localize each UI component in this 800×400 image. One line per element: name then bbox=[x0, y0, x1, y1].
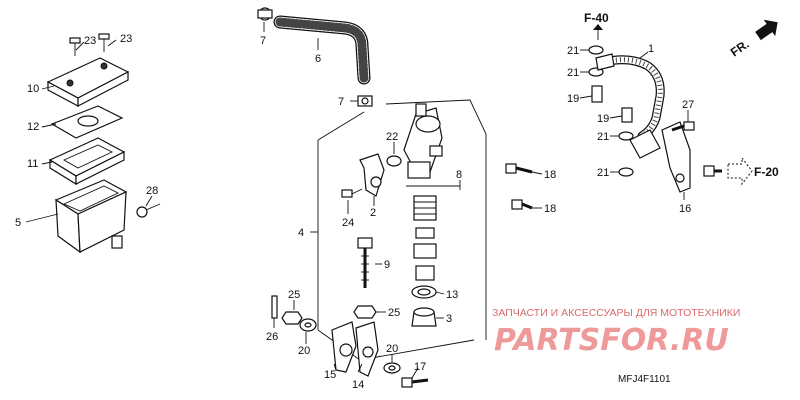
pin-26 bbox=[271, 295, 278, 319]
callout-20-left: 20 bbox=[298, 345, 310, 357]
callout-21-d: 21 bbox=[597, 167, 609, 179]
callout-21-a: 21 bbox=[567, 45, 579, 57]
push-rod-9 bbox=[357, 237, 373, 288]
nut-25-middle bbox=[353, 305, 377, 319]
diagram-code: MFJ4F1101 bbox=[618, 374, 671, 385]
callout-8: 8 bbox=[456, 169, 462, 181]
bolt-27 bbox=[671, 121, 695, 132]
washer-21-a bbox=[588, 45, 604, 55]
callout-1: 1 bbox=[648, 43, 654, 55]
callout-22: 22 bbox=[386, 131, 398, 143]
watermark-logo: PARTSFOR.RU bbox=[494, 323, 729, 358]
callout-14: 14 bbox=[352, 379, 364, 391]
washer-21-c bbox=[618, 131, 634, 141]
washer-21-d bbox=[618, 167, 634, 177]
callout-21-b: 21 bbox=[567, 67, 579, 79]
callout-23-left: 23 bbox=[84, 35, 96, 47]
bolt-19-mid bbox=[621, 107, 633, 123]
plate-12 bbox=[50, 105, 124, 139]
bolt-18-upper bbox=[505, 163, 533, 174]
bolt-f20 bbox=[703, 165, 722, 177]
callout-13: 13 bbox=[446, 289, 458, 301]
callout-25-left: 25 bbox=[288, 289, 300, 301]
circlip-13 bbox=[411, 285, 437, 299]
callout-4: 4 bbox=[298, 227, 304, 239]
master-cylinder-body bbox=[403, 103, 443, 179]
callout-16: 16 bbox=[679, 203, 691, 215]
bolt-18-lower bbox=[511, 199, 533, 210]
ref-f20-label: F-20 bbox=[754, 165, 779, 179]
screw-23-right bbox=[98, 33, 110, 52]
bolt-28 bbox=[136, 203, 161, 218]
callout-9: 9 bbox=[384, 259, 390, 271]
callout-17: 17 bbox=[414, 361, 426, 373]
piston-set-8-bracket bbox=[406, 180, 461, 190]
callout-15: 15 bbox=[324, 369, 336, 381]
bracket-16 bbox=[661, 121, 691, 193]
bolt-17 bbox=[401, 377, 429, 388]
screw-23-left bbox=[69, 37, 81, 56]
washer-20-left bbox=[299, 318, 317, 332]
diaphragm-11 bbox=[48, 137, 126, 186]
callout-19-mid: 19 bbox=[597, 113, 609, 125]
brake-hose-1 bbox=[595, 53, 665, 159]
boot-3 bbox=[411, 307, 437, 327]
callout-12: 12 bbox=[27, 121, 39, 133]
callout-18-lower: 18 bbox=[544, 203, 556, 215]
callout-2: 2 bbox=[370, 207, 376, 219]
joint-14 bbox=[355, 321, 379, 377]
screw-24 bbox=[341, 188, 363, 198]
callout-7-middle: 7 bbox=[338, 96, 344, 108]
callout-7-top: 7 bbox=[260, 35, 266, 47]
connector-2 bbox=[359, 153, 385, 197]
front-direction-arrow bbox=[755, 19, 778, 41]
front-direction-label: FR. bbox=[728, 37, 752, 60]
reservoir-5 bbox=[54, 179, 128, 254]
nut-25-left bbox=[281, 311, 303, 325]
callout-20-bottom: 20 bbox=[386, 343, 398, 355]
callout-26: 26 bbox=[266, 331, 278, 343]
callout-6: 6 bbox=[315, 53, 321, 65]
callout-25-middle: 25 bbox=[388, 307, 400, 319]
callout-18-upper: 18 bbox=[544, 169, 556, 181]
callout-3: 3 bbox=[446, 313, 452, 325]
hose-6 bbox=[273, 15, 371, 85]
ref-f40-arrow bbox=[593, 24, 603, 40]
callout-28: 28 bbox=[146, 185, 158, 197]
clip-7-middle bbox=[357, 95, 373, 107]
callout-5: 5 bbox=[15, 217, 21, 229]
ref-f40-label: F-40 bbox=[584, 11, 609, 25]
callout-11: 11 bbox=[27, 158, 38, 170]
bolt-19-left bbox=[591, 85, 603, 103]
washer-20-bottom bbox=[383, 362, 401, 374]
reservoir-cap-10 bbox=[46, 57, 130, 107]
callout-19-left: 19 bbox=[567, 93, 579, 105]
o-ring-22 bbox=[386, 155, 402, 167]
callout-10: 10 bbox=[27, 83, 39, 95]
ref-f20-arrow bbox=[727, 156, 753, 186]
leader-lines bbox=[25, 22, 689, 379]
callout-21-c: 21 bbox=[597, 131, 609, 143]
callout-27: 27 bbox=[682, 99, 694, 111]
callout-24: 24 bbox=[342, 217, 354, 229]
watermark-tagline: ЗАПЧАСТИ И АКСЕССУАРЫ ДЛЯ МОТОТЕХНИКИ bbox=[492, 307, 740, 319]
group-4-outline bbox=[310, 99, 487, 361]
clip-7-top bbox=[257, 7, 273, 21]
joint-15 bbox=[331, 321, 357, 373]
callout-23-right: 23 bbox=[120, 33, 132, 45]
spring-set bbox=[413, 195, 437, 281]
